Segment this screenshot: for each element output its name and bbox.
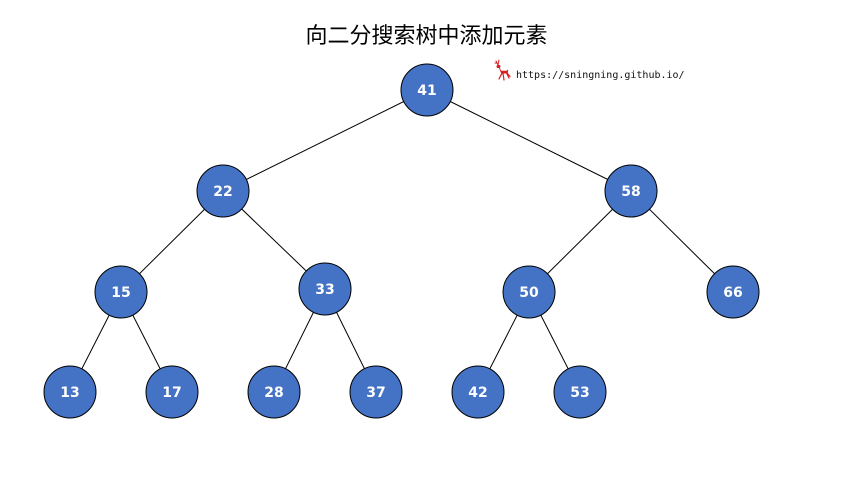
tree-node-66: 66 — [706, 265, 760, 319]
tree-node-17: 17 — [145, 365, 199, 419]
tree-node-41: 41 — [400, 63, 454, 117]
tree-edges — [69, 89, 734, 393]
tree-node-28: 28 — [247, 365, 301, 419]
tree-node-label: 33 — [315, 282, 334, 298]
tree-node-circle — [706, 265, 760, 319]
tree-node-circle — [451, 365, 505, 419]
tree-node-circle — [145, 365, 199, 419]
tree-node-58: 58 — [604, 164, 658, 218]
tree-node-22: 22 — [196, 164, 250, 218]
tree-node-circle — [94, 265, 148, 319]
tree-node-circle — [349, 365, 403, 419]
tree-node-label: 41 — [417, 83, 436, 99]
tree-node-label: 28 — [264, 385, 283, 401]
tree-nodes: 41 22 58 15 33 50 66 13 17 28 37 42 53 — [43, 63, 760, 419]
tree-node-42: 42 — [451, 365, 505, 419]
watermark: https://sningning.github.io/ — [492, 58, 685, 84]
watermark-url: https://sningning.github.io/ — [516, 69, 685, 81]
tree-node-37: 37 — [349, 365, 403, 419]
tree-edge-41-22 — [222, 89, 428, 192]
tree-node-circle — [604, 164, 658, 218]
tree-node-15: 15 — [94, 265, 148, 319]
tree-node-13: 13 — [43, 365, 97, 419]
deer-icon — [494, 59, 511, 81]
tree-node-label: 15 — [111, 285, 130, 301]
tree-node-circle — [502, 265, 556, 319]
tree-node-circle — [43, 365, 97, 419]
tree-node-label: 22 — [213, 184, 232, 200]
tree-node-33: 33 — [298, 262, 352, 316]
tree-node-50: 50 — [502, 265, 556, 319]
tree-node-circle — [553, 365, 607, 419]
tree-node-circle — [400, 63, 454, 117]
tree-node-label: 58 — [621, 184, 640, 200]
tree-node-circle — [196, 164, 250, 218]
tree-node-53: 53 — [553, 365, 607, 419]
tree-node-label: 13 — [60, 385, 79, 401]
tree-node-circle — [247, 365, 301, 419]
tree-node-label: 66 — [723, 285, 742, 301]
tree-node-label: 53 — [570, 385, 589, 401]
diagram-title: 向二分搜索树中添加元素 — [305, 24, 548, 49]
tree-node-label: 50 — [519, 285, 539, 301]
tree-node-circle — [298, 262, 352, 316]
tree-node-label: 37 — [366, 385, 385, 401]
tree-edge-41-58 — [426, 89, 632, 192]
tree-node-label: 42 — [468, 385, 487, 401]
tree-node-label: 17 — [162, 385, 181, 401]
